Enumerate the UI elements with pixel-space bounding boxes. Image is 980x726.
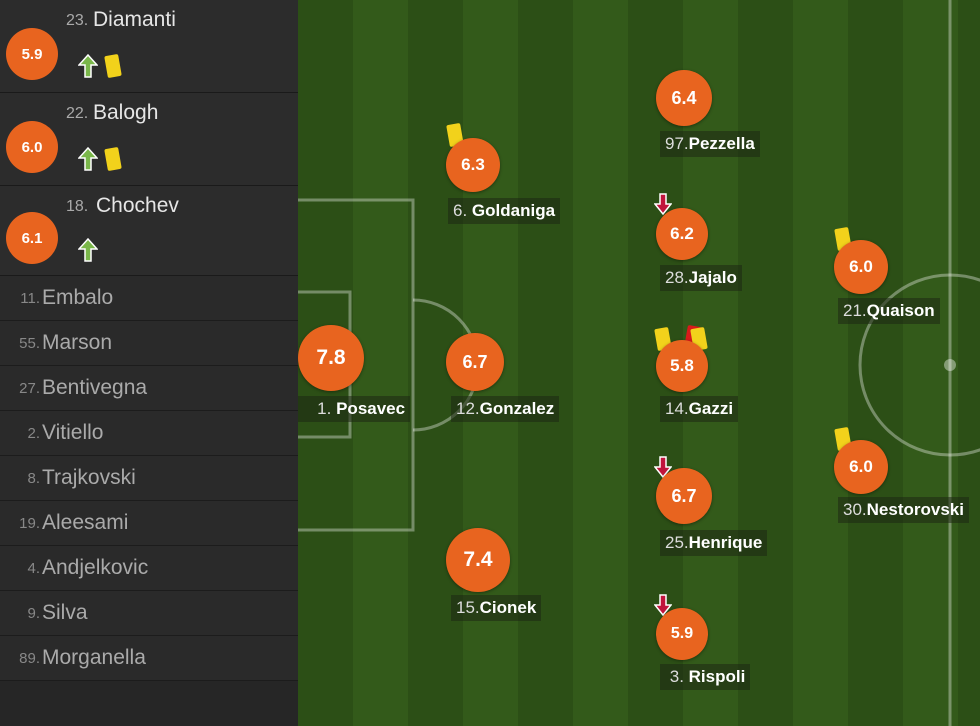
player-name: Gonzalez [479, 399, 555, 418]
bench-row[interactable]: 11.Embalo [0, 276, 298, 321]
player-name[interactable]: Aleesami [42, 511, 129, 534]
player-number: 97. [665, 134, 689, 153]
player-number: 55. [19, 335, 40, 352]
player-name: Nestorovski [866, 500, 964, 519]
player-label: 6. Goldaniga [448, 198, 561, 224]
player-name[interactable]: Silva [42, 601, 88, 624]
sub-out-arrow-icon [654, 456, 672, 478]
sub-in-arrow-icon [78, 147, 98, 171]
player-label: 28.Jajalo [660, 265, 742, 291]
player-number: 89. [19, 650, 40, 667]
player-label: 97.Pezzella [660, 131, 760, 157]
player-name: Pezzella [688, 134, 755, 153]
rating-badge: 6.7 [446, 333, 504, 391]
player-number: 15. [456, 598, 480, 617]
player-number: 27. [19, 380, 40, 397]
player-number: 30. [843, 500, 867, 519]
sub-in-arrow-icon [78, 54, 98, 78]
player-label: 21.Quaison [838, 298, 940, 324]
player-name: Jajalo [688, 268, 737, 287]
player-label: 25.Henrique [660, 530, 768, 556]
player-number: 23. [66, 12, 89, 29]
substitute-row[interactable]: 6.0 22. Balogh [0, 93, 298, 186]
player-name[interactable]: Embalo [42, 286, 114, 309]
rating-badge: 6.0 [834, 440, 888, 494]
player-number: 28. [665, 268, 689, 287]
rating-badge: 5.9 [656, 608, 708, 660]
event-icons [78, 146, 122, 172]
player-name[interactable]: Andjelkovic [42, 556, 149, 579]
sub-out-arrow-icon [654, 594, 672, 616]
player-number: 4. [27, 560, 40, 577]
player-name[interactable]: Balogh [93, 101, 159, 124]
bench-row[interactable]: 2.Vitiello [0, 411, 298, 456]
player-number: 25. [665, 533, 689, 552]
player-name[interactable]: Trajkovski [42, 466, 136, 489]
rating-badge: 7.4 [446, 528, 510, 592]
player-name[interactable]: Bentivegna [42, 376, 148, 399]
yellow-card-icon [104, 53, 122, 79]
player-label: 3. Rispoli [660, 664, 751, 690]
bench-row[interactable]: 8.Trajkovski [0, 456, 298, 501]
rating-badge: 6.1 [6, 212, 58, 264]
pitch: 7.8 1. Posavec 6.3 6. Goldaniga 6.7 12.G… [298, 0, 980, 726]
player-name: Quaison [866, 301, 935, 320]
rating-badge: 6.0 [834, 240, 888, 294]
player-number: 6. [453, 201, 468, 220]
player-number: 1. [317, 399, 332, 418]
bench-row[interactable]: 27.Bentivegna [0, 366, 298, 411]
player-name[interactable]: Marson [42, 331, 113, 354]
player-number: 14. [665, 399, 689, 418]
lineup-sidebar: 5.9 23. Diamanti 6.0 22. Balogh 6.1 18. … [0, 0, 298, 726]
bench-row[interactable]: 89.Morganella [0, 636, 298, 681]
player-name[interactable]: Vitiello [42, 421, 104, 444]
player-number: 19. [19, 515, 40, 532]
sub-in-arrow-icon [78, 238, 98, 262]
rating-badge: 6.4 [656, 70, 712, 126]
bench-row[interactable]: 4.Andjelkovic [0, 546, 298, 591]
player-name: Gazzi [688, 399, 734, 418]
player-name[interactable]: Diamanti [93, 8, 176, 31]
rating-badge: 6.7 [656, 468, 712, 524]
player-name[interactable]: Chochev [96, 194, 179, 217]
player-number: 12. [456, 399, 480, 418]
rating-badge: 6.2 [656, 208, 708, 260]
rating-badge: 7.8 [298, 325, 364, 391]
yellow-card-icon [104, 146, 122, 172]
player-name: Cionek [479, 598, 537, 617]
player-number: 9. [27, 605, 40, 622]
substitute-row[interactable]: 6.1 18. Chochev [0, 186, 298, 276]
player-label: 12.Gonzalez [451, 396, 560, 422]
sub-out-arrow-icon [654, 193, 672, 215]
player-label: 15.Cionek [451, 595, 542, 621]
player-number: 11. [20, 290, 40, 307]
player-number: 8. [27, 470, 40, 487]
player-label: 14.Gazzi [660, 396, 739, 422]
player-name: Rispoli [688, 667, 746, 686]
player-number: 22. [66, 105, 89, 122]
bench-row[interactable]: 55.Marson [0, 321, 298, 366]
player-name[interactable]: Morganella [42, 646, 146, 669]
player-name: Henrique [688, 533, 763, 552]
player-number: 18. [66, 198, 89, 215]
substitute-row[interactable]: 5.9 23. Diamanti [0, 0, 298, 93]
bench-row[interactable]: 19.Aleesami [0, 501, 298, 546]
event-icons [78, 238, 98, 262]
player-name: Goldaniga [471, 201, 556, 220]
rating-badge: 5.8 [656, 340, 708, 392]
player-name: Posavec [336, 399, 406, 418]
rating-badge: 6.0 [6, 121, 58, 173]
pitch-markings [298, 0, 980, 726]
player-label: 30.Nestorovski [838, 497, 969, 523]
bench-row[interactable]: 9.Silva [0, 591, 298, 636]
player-number: 3. [669, 667, 684, 686]
player-label: 1. Posavec [298, 396, 411, 422]
player-number: 2. [27, 425, 40, 442]
rating-badge: 5.9 [6, 28, 58, 80]
player-number: 21. [843, 301, 867, 320]
rating-badge: 6.3 [446, 138, 500, 192]
event-icons [78, 53, 122, 79]
